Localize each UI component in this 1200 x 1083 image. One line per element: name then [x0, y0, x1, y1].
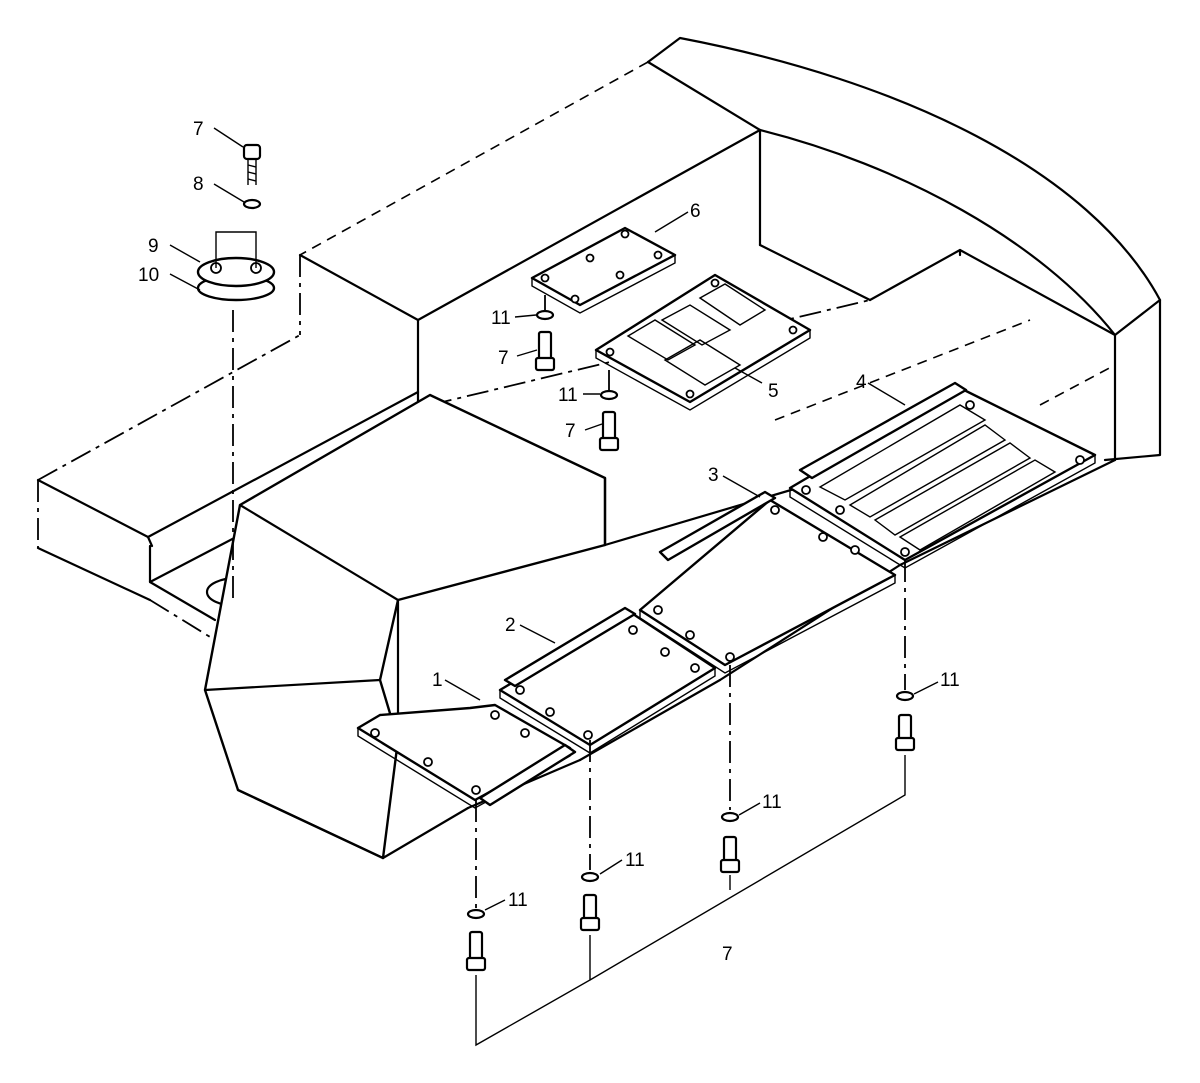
callout-7-upper-bolt-a: 7 — [498, 348, 509, 369]
assembly-center-lines — [232, 295, 906, 908]
callout-9-flange: 9 — [148, 236, 159, 257]
callout-11-washer-mid-left: 11 — [625, 850, 645, 871]
callout-11-washer-mid-right: 11 — [762, 792, 782, 813]
callout-4-grated-plate: 4 — [856, 372, 867, 393]
callout-7-bottom-bolt: 7 — [722, 944, 733, 965]
callout-2-floor-plate: 2 — [505, 615, 516, 636]
callout-10-gasket: 10 — [138, 265, 159, 286]
fastener-group-brackets — [475, 755, 906, 1047]
leader-lines — [169, 127, 939, 911]
callout-3-floor-plate: 3 — [708, 465, 719, 486]
part-3-floor-plate — [638, 490, 897, 674]
callout-11-washer-left: 11 — [508, 890, 528, 911]
callout-1-floor-plate: 1 — [432, 670, 443, 691]
part-9-10-flange — [196, 231, 276, 302]
part-1-floor-plate — [356, 703, 577, 809]
callout-7-upper-bolt-b: 7 — [565, 421, 576, 442]
upper-fasteners — [534, 309, 620, 452]
callout-11-upper-washer-b: 11 — [558, 385, 578, 406]
part-6-cover-plate — [530, 226, 677, 314]
part-5-vented-plate — [594, 273, 812, 411]
callout-5-vented-plate: 5 — [768, 381, 779, 402]
callout-11-washer-right: 11 — [940, 670, 960, 691]
callout-6-cover-plate: 6 — [690, 201, 701, 222]
callout-11-upper-washer-a: 11 — [491, 308, 511, 329]
bottom-fasteners — [465, 690, 916, 972]
part-4-grated-plate — [788, 381, 1097, 569]
part-2-floor-plate — [498, 606, 717, 754]
callout-7-top-bolt: 7 — [193, 119, 204, 140]
callout-8-washer: 8 — [193, 174, 204, 195]
callout-labels: 7 8 9 10 6 11 7 5 11 7 4 3 2 1 11 11 11 … — [138, 119, 960, 965]
part-7-8-top-fasteners — [242, 143, 262, 210]
